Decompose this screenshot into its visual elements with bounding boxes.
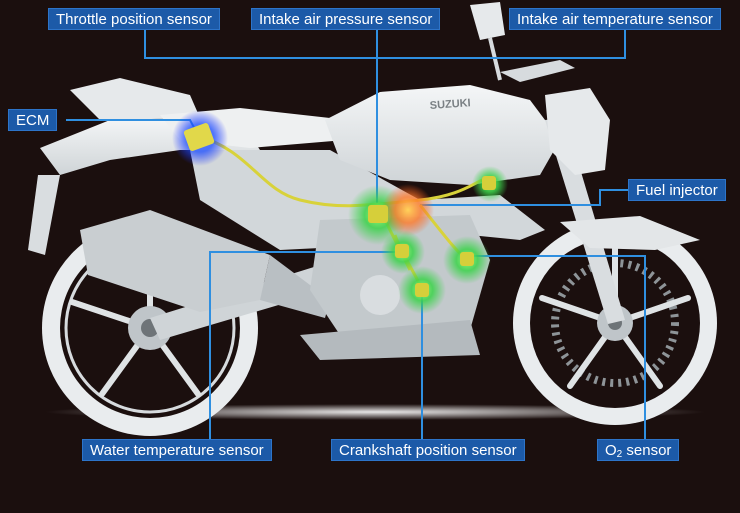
front-wheel <box>513 221 717 425</box>
sensor-bodies <box>368 176 496 297</box>
engine-cowl <box>300 320 480 360</box>
throttle-position-sensor-label: Throttle position sensor <box>48 8 220 30</box>
o2-label-prefix: O <box>605 442 617 459</box>
engine <box>310 215 490 345</box>
rear-hugger <box>70 78 200 120</box>
o2-leader <box>470 255 646 440</box>
ecm-unit <box>183 123 215 151</box>
ecm-label: ECM <box>8 109 58 131</box>
leader-lines <box>66 30 646 440</box>
exhaust-pipe <box>260 255 330 318</box>
engine-cover <box>360 275 400 315</box>
fuel-injector-leader <box>420 189 630 206</box>
intake-air-pressure-sensor-label: Intake air pressure sensor <box>251 8 441 30</box>
o2-label-suffix: sensor <box>622 442 672 459</box>
fuel-injector-glow <box>382 184 434 236</box>
exhaust-muffler <box>80 210 270 312</box>
headlight-cowl <box>545 88 610 175</box>
intake-air-temperature-sensor-label: Intake air temperature sensor <box>509 8 721 30</box>
water-temp-leader <box>209 251 395 440</box>
crankshaft-position-sensor-label: Crankshaft position sensor <box>331 439 525 461</box>
handlebar <box>500 60 575 82</box>
license-bracket <box>28 175 60 255</box>
mirror <box>470 2 505 40</box>
fuel-injector-label: Fuel injector <box>628 179 726 201</box>
water-temperature-sensor-label: Water temperature sensor <box>82 439 272 461</box>
brand-text: SUZUKI <box>429 97 471 112</box>
fuel-tank <box>325 85 560 185</box>
throttle-leader <box>144 30 626 59</box>
front-fender <box>560 216 700 250</box>
o2-label-subscript: 2 <box>616 449 623 460</box>
o2-sensor-label: O2 sensor <box>597 439 680 461</box>
